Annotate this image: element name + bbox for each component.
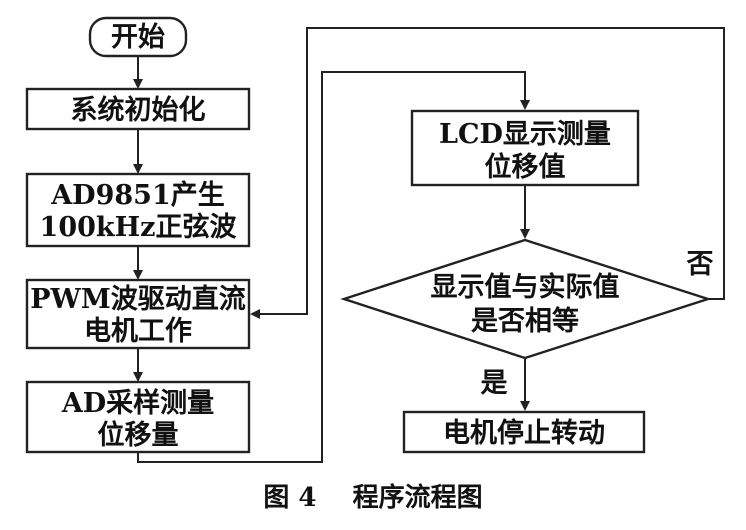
lcd-line2: 位移值 (485, 151, 566, 183)
decision-line1: 显示值与实际值 (431, 271, 620, 303)
figure-caption: 图 4 程序流程图 (263, 482, 482, 513)
start-terminal: 开始 (88, 16, 188, 58)
yes-label: 是 (481, 368, 508, 399)
pwm-line2: 电机工作 (84, 316, 192, 347)
decision-line2: 是否相等 (471, 305, 579, 337)
arrow-no-pwm (250, 27, 725, 319)
ad9851-line1: AD9851产生 (50, 180, 225, 211)
init-label: 系统初始化 (71, 94, 206, 126)
adc-box: AD采样测量 位移量 (25, 380, 251, 454)
adc-line1: AD采样测量 (61, 387, 214, 419)
arrow-adc-lcd (137, 71, 530, 463)
pwm-box: PWM波驱动直流 电机工作 (25, 278, 251, 350)
init-box: 系统初始化 (25, 87, 251, 131)
stop-label: 电机停止转动 (443, 417, 605, 449)
start-label: 开始 (111, 21, 165, 53)
adc-line2: 位移量 (98, 419, 179, 451)
no-label: 否 (687, 249, 714, 280)
ad9851-line2: 100kHz正弦波 (40, 212, 238, 243)
stop-box: 电机停止转动 (402, 410, 646, 454)
lcd-line1: LCD显示测量 (439, 119, 611, 150)
decision-diamond: 显示值与实际值 是否相等 (340, 238, 712, 360)
ad9851-box: AD9851产生 100kHz正弦波 (25, 172, 251, 248)
pwm-line1: PWM波驱动直流 (30, 284, 246, 315)
lcd-box: LCD显示测量 位移值 (410, 109, 640, 187)
